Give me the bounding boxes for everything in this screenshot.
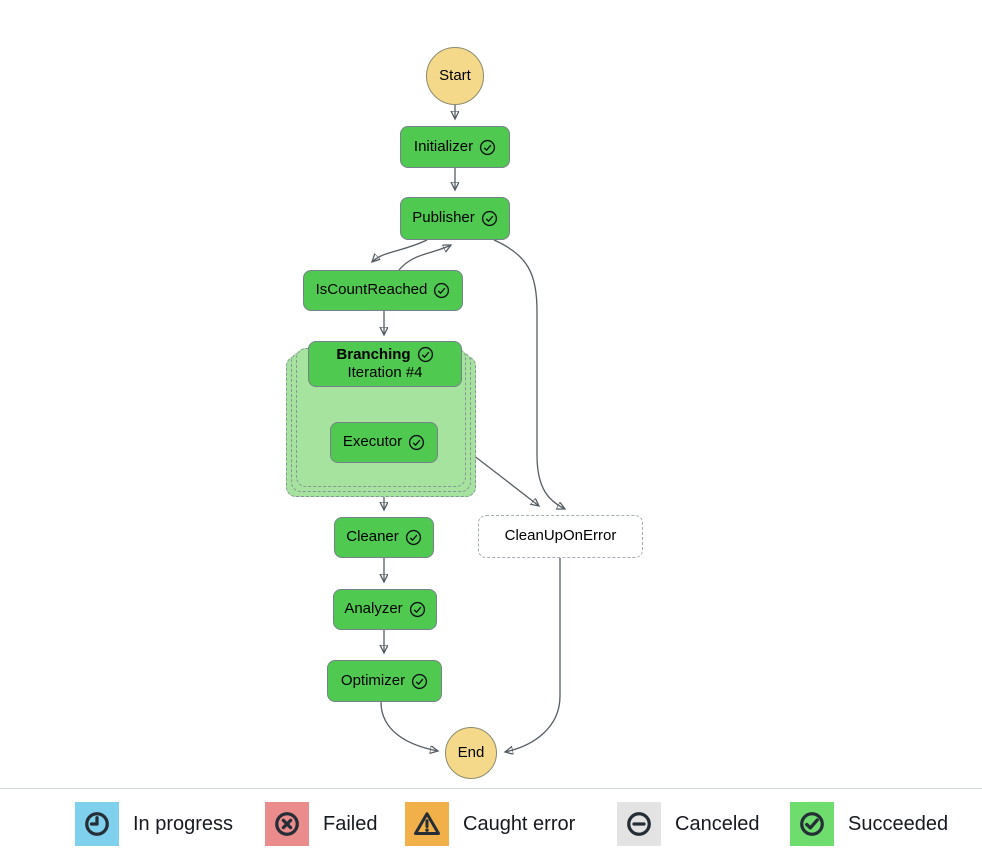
node-executor[interactable]: Executor xyxy=(330,422,438,463)
legend-item-succeeded: Succeeded xyxy=(790,802,948,846)
node-label: Publisher xyxy=(412,209,475,227)
legend-label: In progress xyxy=(133,812,234,835)
node-branching[interactable]: Branching Iteration #4 xyxy=(308,341,462,387)
check-circle-icon xyxy=(417,346,434,363)
edge-branching-to-cleanuponerror xyxy=(468,451,539,506)
check-circle-icon xyxy=(405,529,422,546)
node-label: Executor xyxy=(342,433,403,451)
node-label: Analyzer xyxy=(344,600,403,618)
check-circle-icon xyxy=(408,434,425,451)
warning-triangle-icon xyxy=(405,802,449,846)
check-circle-icon xyxy=(790,802,834,846)
node-label: End xyxy=(457,743,485,761)
node-label: Optimizer xyxy=(340,671,406,689)
edge-cleanuponerror-to-end xyxy=(505,558,561,752)
check-circle-icon xyxy=(433,282,450,299)
workflow-graph: Start Initializer Publisher IsCountReach… xyxy=(0,47,982,788)
status-legend: In progress Failed Caught error Canceled… xyxy=(0,788,982,854)
node-label: CleanUpOnError xyxy=(504,527,617,545)
node-publisher[interactable]: Publisher xyxy=(400,197,510,240)
node-label: Initializer xyxy=(413,137,474,155)
node-start: Start xyxy=(426,47,484,105)
legend-item-failed: Failed xyxy=(265,802,377,846)
node-label: Start xyxy=(439,66,471,84)
minus-circle-icon xyxy=(617,802,661,846)
legend-label: Failed xyxy=(323,812,378,835)
edge-layer xyxy=(0,105,982,788)
node-optimizer[interactable]: Optimizer xyxy=(327,660,442,702)
legend-item-canceled: Canceled xyxy=(617,802,760,846)
x-circle-icon xyxy=(265,802,309,846)
check-circle-icon xyxy=(481,210,498,227)
clock-icon xyxy=(75,802,119,846)
node-cleanuponerror[interactable]: CleanUpOnError xyxy=(478,515,643,558)
legend-label: Succeeded xyxy=(848,812,949,835)
check-circle-icon xyxy=(479,139,496,156)
edge-optimizer-to-end xyxy=(380,701,438,751)
check-circle-icon xyxy=(411,673,428,690)
node-label: Branching xyxy=(336,345,411,363)
node-label: Cleaner xyxy=(346,528,399,546)
legend-label: Caught error xyxy=(463,812,576,835)
node-iscountreached[interactable]: IsCountReached xyxy=(303,270,463,311)
iteration-label: Iteration #4 xyxy=(347,364,423,382)
node-initializer[interactable]: Initializer xyxy=(400,126,510,168)
branching-title-row: Branching xyxy=(336,346,433,363)
edge-iscountreached-to-publisher xyxy=(398,245,451,271)
node-analyzer[interactable]: Analyzer xyxy=(333,589,437,630)
edge-publisher-to-iscountreached xyxy=(372,239,428,262)
check-circle-icon xyxy=(409,601,426,618)
node-label: IsCountReached xyxy=(315,281,428,299)
edge-publisher-to-cleanuponerror xyxy=(493,239,565,509)
legend-item-caught-error: Caught error xyxy=(405,802,575,846)
node-end: End xyxy=(445,727,497,779)
legend-label: Canceled xyxy=(675,812,760,835)
legend-item-in-progress: In progress xyxy=(75,802,233,846)
node-cleaner[interactable]: Cleaner xyxy=(334,517,434,558)
